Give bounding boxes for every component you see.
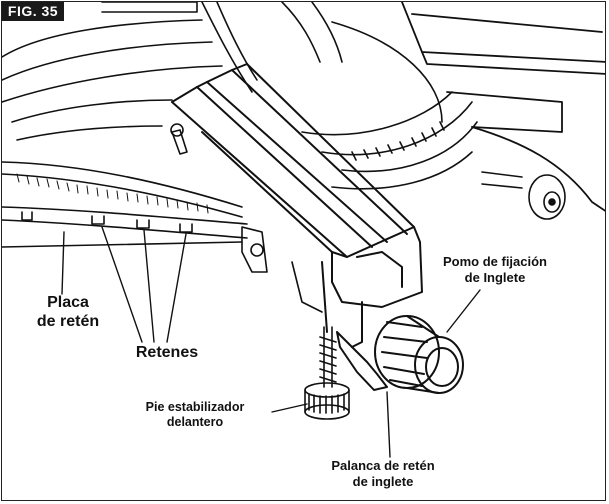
front-housing [321, 226, 423, 348]
label-stabilizer-foot-line2: delantero [166, 415, 224, 429]
leader-pie [271, 403, 308, 413]
label-detent-plate: Placa de retén [28, 293, 108, 331]
leader-retenes-1 [101, 226, 143, 343]
label-detents: Retenes [135, 344, 199, 361]
miter-arm [171, 63, 415, 258]
leader-lines [61, 226, 481, 458]
rear-knob [481, 171, 566, 220]
leader-retenes-3 [166, 233, 187, 343]
label-detent-lever: Palanca de retén de inglete [308, 458, 458, 489]
label-stabilizer-foot: Pie estabilizador delantero [120, 400, 270, 430]
label-miter-lock-knob: Pomo de fijación de Inglete [420, 254, 570, 285]
stabilizer-foot-art [304, 326, 350, 420]
base-block [170, 123, 323, 313]
fence-top-right [401, 2, 605, 212]
label-detent-lever-line2: de inglete [352, 473, 414, 489]
label-stabilizer-foot-line1: Pie estabilizador [145, 400, 245, 414]
leader-retenes-2 [143, 229, 155, 343]
leader-placa [61, 231, 65, 295]
label-miter-lock-knob-line2: de Inglete [464, 269, 526, 285]
miter-lock-knob-art [374, 315, 464, 394]
leader-palanca [386, 391, 391, 458]
miter-table-right [301, 21, 478, 190]
detent-notches [21, 211, 193, 233]
label-miter-lock-knob-line1: Pomo de fijación [442, 254, 547, 269]
label-detent-plate-line2: de retén [36, 313, 100, 331]
figure-badge: FIG. 35 [2, 2, 64, 21]
miter-scale-left [16, 173, 209, 214]
miter-table [2, 19, 248, 248]
detent-lever-art [336, 331, 388, 391]
leader-pomo [446, 289, 481, 333]
label-detent-lever-line1: Palanca de retén [331, 458, 435, 473]
label-detent-plate-line1: Placa [47, 294, 89, 311]
